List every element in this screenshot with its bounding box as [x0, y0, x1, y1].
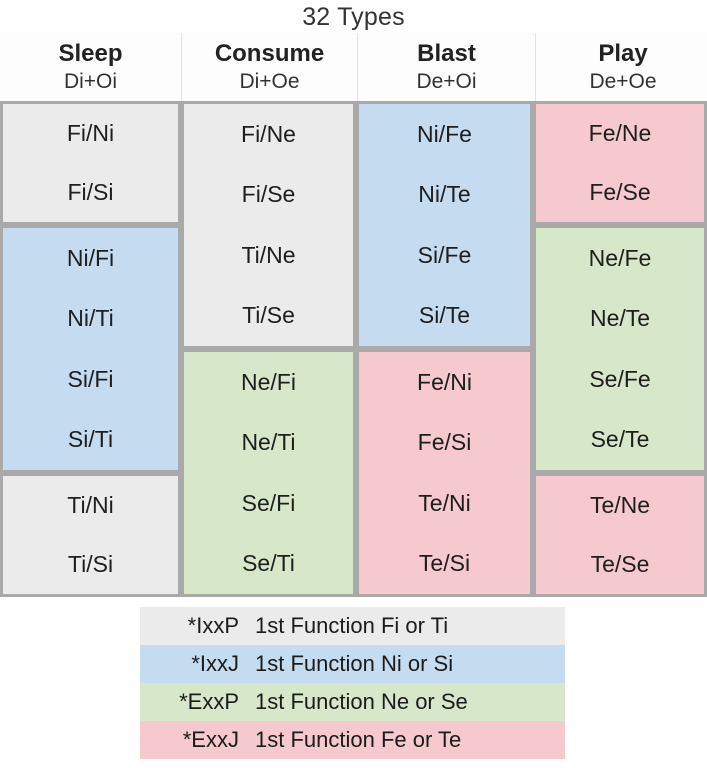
type-cell: Fi/Ni: [66, 120, 115, 146]
legend-key: *ExxP: [179, 689, 239, 714]
type-cell: Se/Ti: [242, 550, 295, 577]
legend-key: *IxxJ: [191, 651, 239, 676]
type-cell: Ti/Si: [67, 551, 114, 577]
page-title: 32 Types: [302, 3, 405, 31]
legend-key: *ExxJ: [182, 727, 239, 752]
type-cell: Fe/Si: [417, 429, 472, 456]
type-cell: Te/Ni: [418, 489, 471, 516]
legend-key: *IxxP: [187, 613, 239, 638]
column-header-name: Sleep: [58, 39, 123, 67]
column-header-sub: Di+Oi: [63, 69, 118, 93]
type-cell: Si/Fe: [417, 241, 472, 268]
type-cell: Ne/Ti: [241, 429, 296, 456]
type-cell: Te/Si: [418, 550, 471, 577]
legend-description: 1st Function Fi or Ti: [255, 613, 449, 638]
type-cell: Ne/Fi: [241, 368, 296, 395]
type-cell: Se/Fe: [589, 365, 651, 392]
type-cell: Fi/Ne: [241, 120, 296, 147]
column-header-sub: Di+Oe: [239, 69, 300, 93]
type-cell: Ti/Ne: [241, 241, 296, 268]
column-header-sub: De+Oe: [589, 69, 657, 93]
type-cell: Si/Ti: [67, 426, 114, 453]
type-cell: Fe/Ne: [588, 120, 652, 146]
column-header-name: Play: [598, 39, 648, 67]
type-cell: Ti/Se: [242, 302, 295, 329]
type-cell: Si/Te: [418, 302, 471, 329]
type-cell: Ni/Fi: [66, 244, 115, 271]
type-cell: Ni/Te: [418, 181, 471, 208]
type-cell: Ne/Fe: [588, 244, 652, 271]
type-cell: Fe/Se: [589, 179, 651, 205]
type-cell: Te/Se: [590, 551, 650, 577]
legend-row: *ExxP 1st Function Ne or Se: [140, 683, 565, 721]
column-header-sub: De+Oi: [416, 69, 477, 93]
legend: *IxxP 1st Function Fi or Ti *IxxJ 1st Funct…: [140, 607, 565, 759]
type-cell: Si/Fi: [67, 365, 114, 392]
legend-description: 1st Function Ni or Si: [255, 651, 454, 676]
legend-row: *IxxP 1st Function Fi or Ti: [140, 607, 565, 645]
legend-description: 1st Function Fe or Te: [255, 727, 462, 752]
type-cell: Te/Ne: [589, 492, 651, 518]
type-cell: Ni/Fe: [417, 120, 472, 147]
column-header-name: Consume: [214, 39, 325, 67]
type-cell: Ni/Ti: [67, 305, 114, 332]
type-cell: Ti/Ni: [67, 492, 114, 518]
type-cell: Fe/Ni: [417, 368, 472, 395]
column-header-name: Blast: [417, 39, 476, 67]
legend-row: *ExxJ 1st Function Fe or Te: [140, 721, 565, 759]
legend-row: *IxxJ 1st Function Ni or Si: [140, 645, 565, 683]
type-cell: Fi/Se: [241, 181, 296, 208]
type-cell: Fi/Si: [67, 179, 114, 205]
type-cell: Se/Te: [590, 426, 650, 453]
legend-description: 1st Function Ne or Se: [255, 689, 468, 714]
type-cell: Ne/Te: [589, 305, 651, 332]
type-cell: Se/Fi: [241, 489, 296, 516]
